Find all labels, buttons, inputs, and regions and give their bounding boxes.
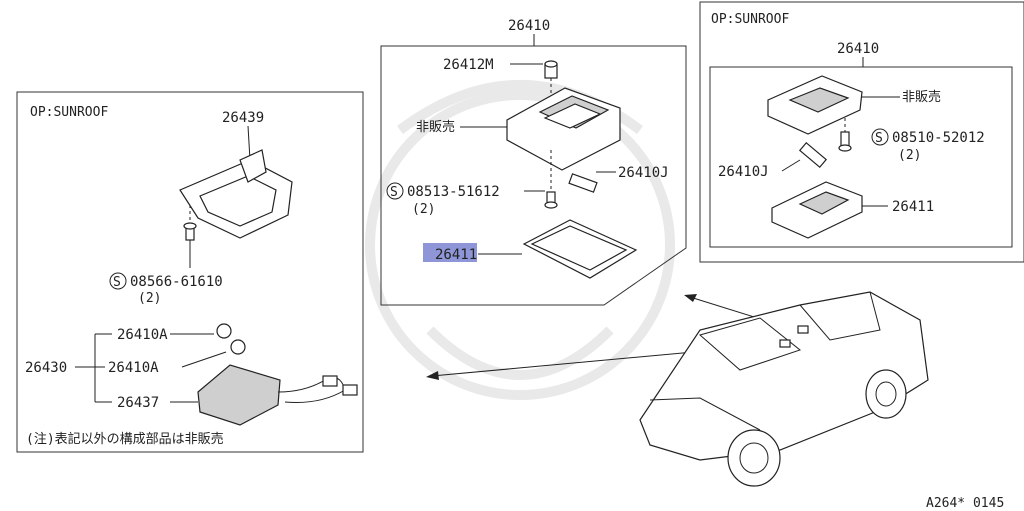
car-illustration bbox=[639, 291, 929, 487]
right-not-sold: 非販売 bbox=[902, 89, 941, 105]
right-standard-symbol: S bbox=[871, 128, 889, 146]
bulb-26410A-2 bbox=[230, 339, 246, 355]
lamp-housing-center bbox=[506, 87, 621, 171]
bulb-26410J-center bbox=[568, 173, 598, 193]
highlight-26411 bbox=[423, 243, 477, 262]
svg-text:S: S bbox=[390, 185, 398, 200]
bulb-26410A-1 bbox=[216, 323, 232, 339]
label-26439: 26439 bbox=[222, 110, 264, 126]
label-26437: 26437 bbox=[117, 395, 159, 411]
lens-26411-right bbox=[771, 181, 863, 239]
left-note: (注)表記以外の構成部品は非販売 bbox=[26, 431, 224, 447]
label-26410A-1: 26410A bbox=[117, 327, 168, 343]
center-panel-frame bbox=[380, 45, 687, 306]
screw-08510 bbox=[838, 131, 852, 152]
lens-26411-center bbox=[522, 219, 638, 279]
left-option-label: OP:SUNROOF bbox=[30, 105, 108, 120]
label-right-26410: 26410 bbox=[837, 41, 879, 57]
label-right-26410J: 26410J bbox=[718, 164, 769, 180]
center-screw-qty: (2) bbox=[412, 202, 435, 217]
standard-part-symbol: S bbox=[109, 272, 127, 290]
sunroof-bracket bbox=[179, 149, 293, 239]
bulb-26410J-right bbox=[798, 141, 828, 169]
svg-text:S: S bbox=[875, 131, 883, 146]
label-08513-51612: 08513-51612 bbox=[407, 184, 500, 200]
label-center-26410: 26410 bbox=[508, 18, 550, 34]
label-center-26410J: 26410J bbox=[618, 165, 669, 181]
clip-26412M bbox=[544, 60, 558, 79]
lamp-housing-right bbox=[767, 75, 863, 135]
center-standard-symbol: S bbox=[386, 182, 404, 200]
right-screw-qty: (2) bbox=[898, 148, 921, 163]
label-right-26411: 26411 bbox=[892, 199, 934, 215]
harness-26437 bbox=[197, 364, 358, 426]
screw-08566 bbox=[183, 222, 197, 241]
diagram-id: A264* 0145 bbox=[926, 496, 1004, 511]
label-26430: 26430 bbox=[25, 360, 67, 376]
center-not-sold: 非販売 bbox=[416, 119, 455, 135]
left-panel-frame bbox=[16, 91, 364, 453]
screw-08513 bbox=[544, 191, 558, 209]
label-08510-52012: 08510-52012 bbox=[892, 130, 985, 146]
left-screw-qty: (2) bbox=[138, 291, 161, 306]
label-08566-61610: 08566-61610 bbox=[130, 274, 223, 290]
right-panel-frame bbox=[709, 66, 1013, 248]
right-option-label: OP:SUNROOF bbox=[711, 12, 789, 27]
right-panel-outer bbox=[699, 1, 1024, 263]
label-26412M: 26412M bbox=[443, 57, 494, 73]
svg-text:S: S bbox=[113, 275, 121, 290]
label-center-26411: 26411 bbox=[435, 247, 477, 263]
label-26410A-2: 26410A bbox=[108, 360, 159, 376]
